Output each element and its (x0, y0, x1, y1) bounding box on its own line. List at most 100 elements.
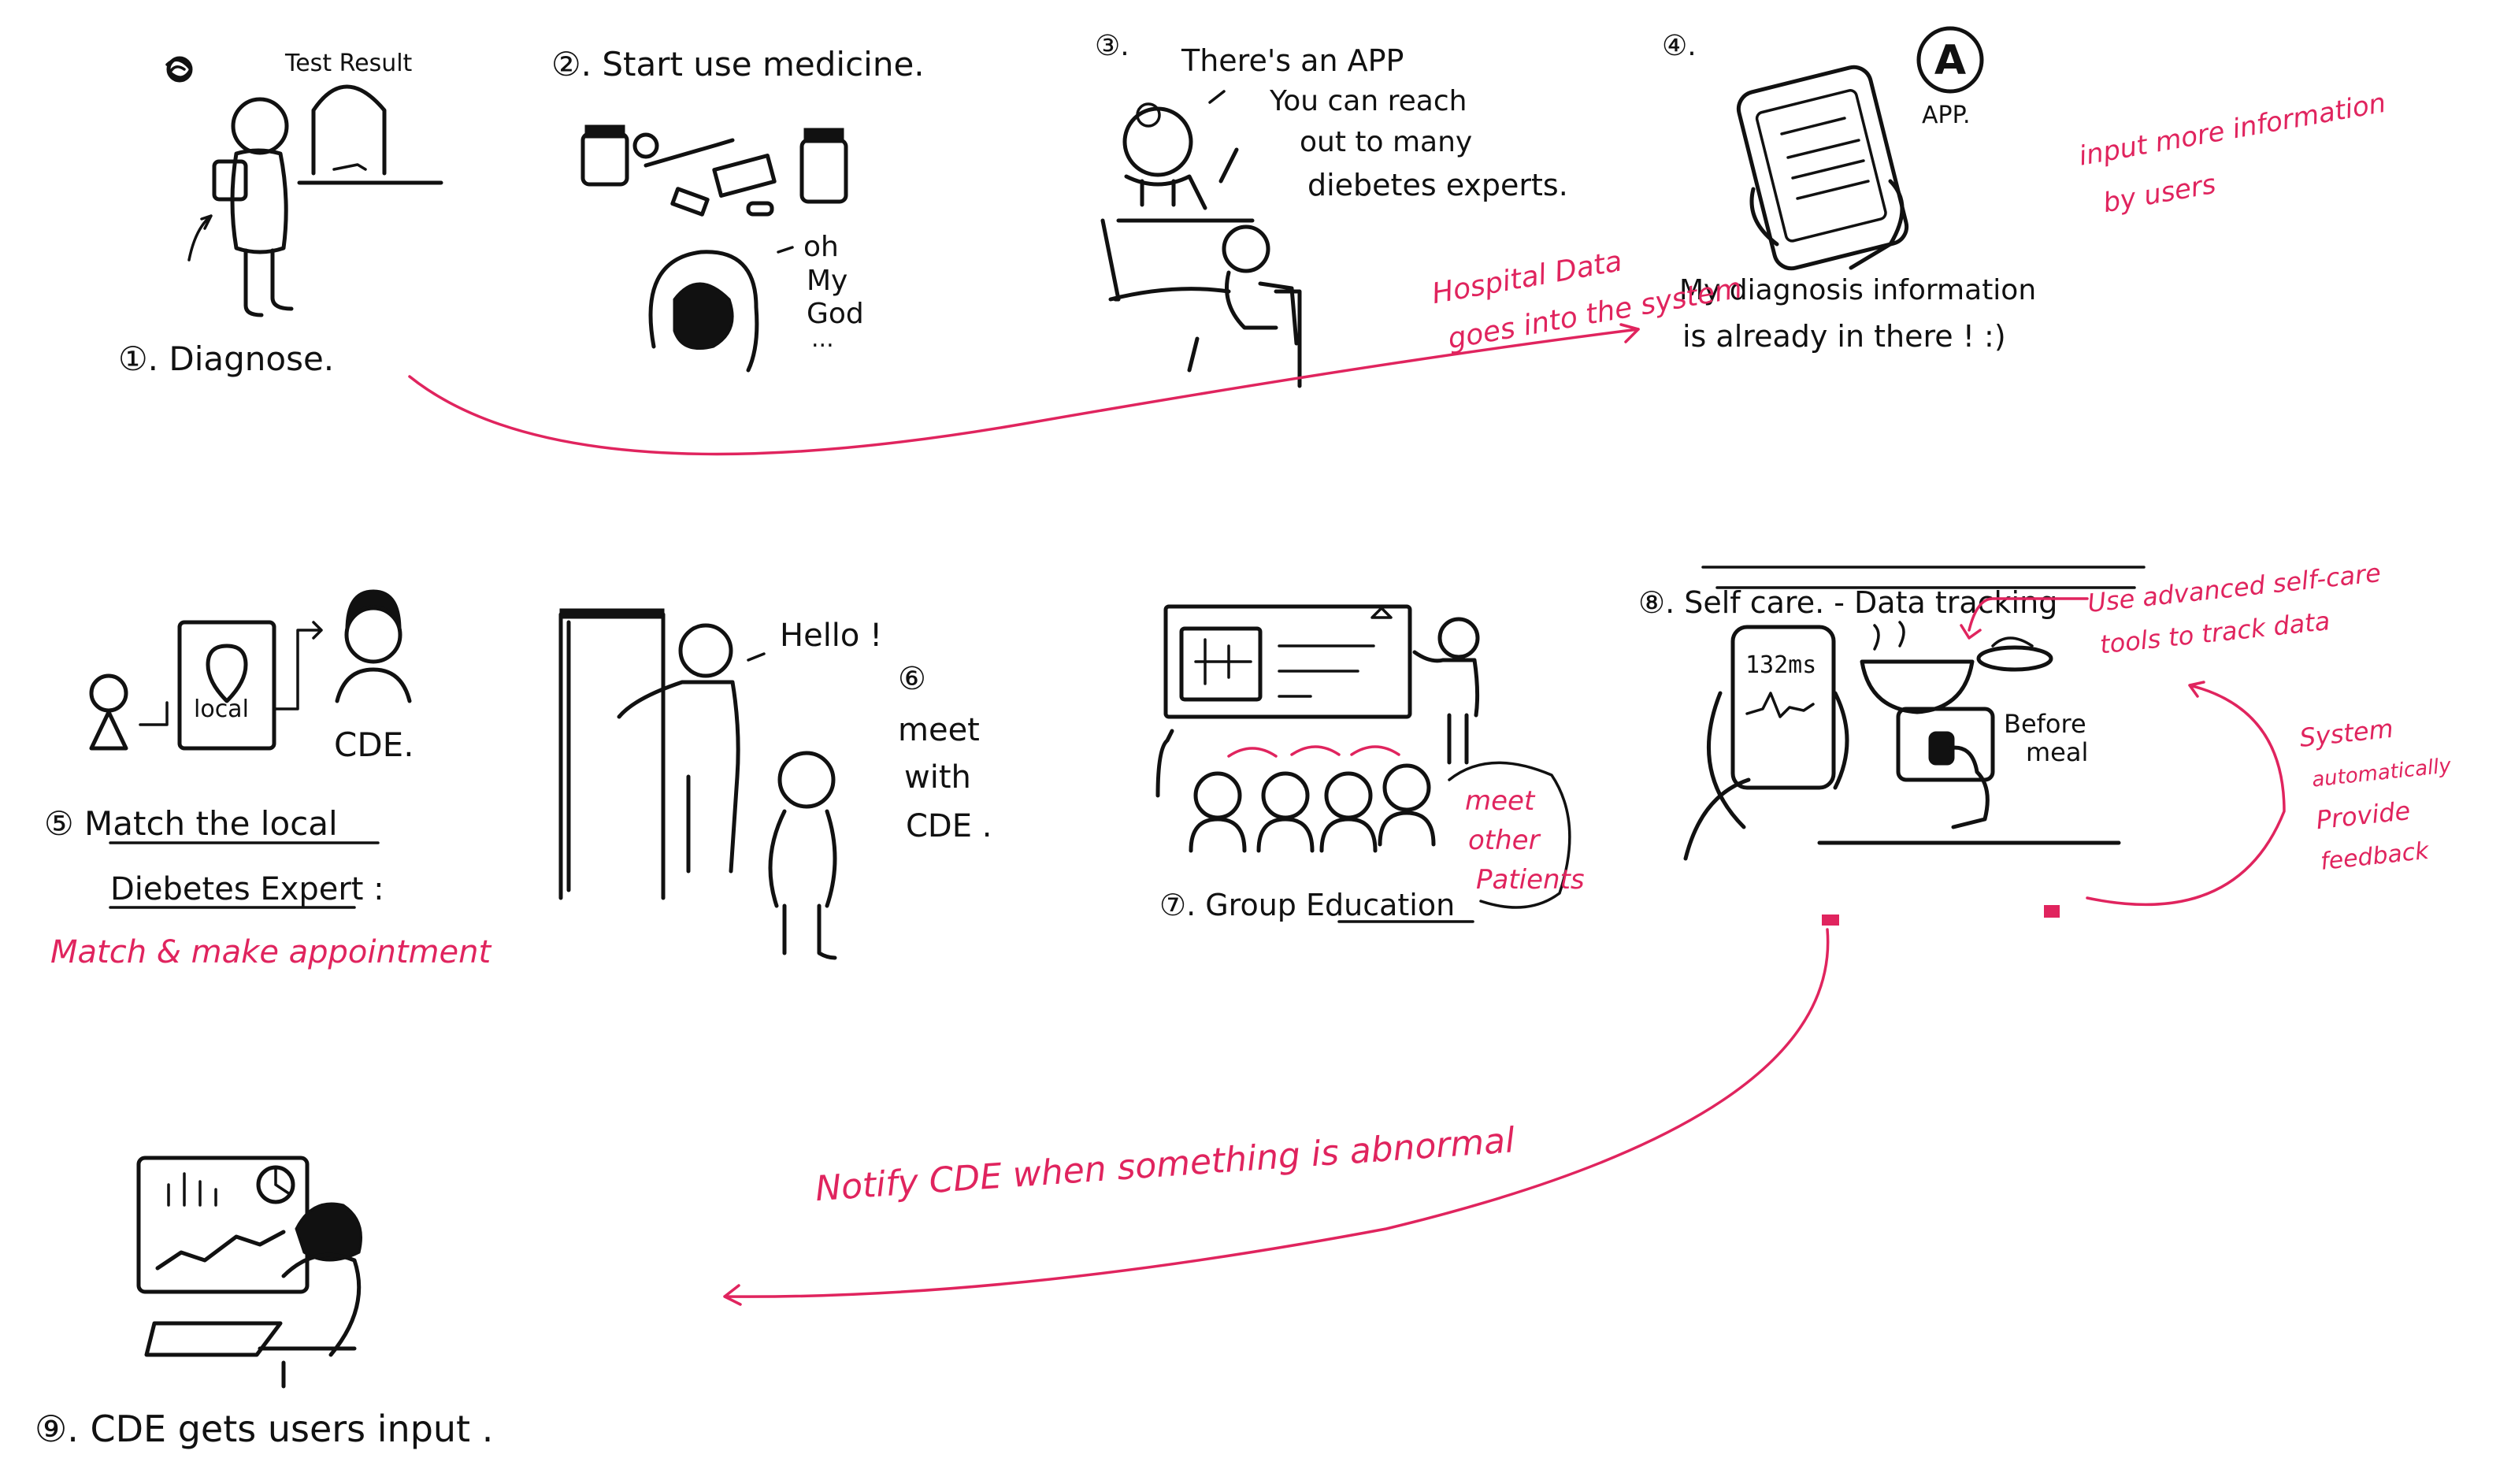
svg-text:A: A (1934, 37, 1966, 84)
audience-group (1155, 729, 1436, 853)
cde-doctor-figure (617, 623, 740, 874)
shocked-person-icon (648, 250, 759, 373)
oh-my-god-speech: oh My God ... (777, 231, 864, 353)
step-9-cde-input: ⑨. CDE gets users input . (35, 1156, 493, 1450)
bar-chart-icon (167, 1172, 217, 1207)
system-feedback-annotation: System automatically Provide feedback (2298, 714, 2453, 876)
step-3-line-2: You can reach (1269, 85, 1467, 117)
cde-figure (335, 589, 412, 703)
connector-arrow (273, 621, 323, 710)
step-6-meet-cde: Hello ! ⑥ meet with CDE . (558, 608, 992, 960)
svg-text:Patients: Patients (1476, 864, 1585, 896)
match-appointment-annotation: Match & make appointment (50, 934, 491, 970)
meal-bowl-icon (1860, 621, 2053, 714)
syringe-icon (644, 138, 735, 168)
feedback-marker (2044, 905, 2060, 918)
feedback-loop-arrow (2086, 681, 2286, 907)
step-5-match-expert: local CDE. ⑤ Match the local Diebetes Ex… (44, 589, 491, 970)
app-icon: A (1916, 26, 1984, 94)
cde-label: CDE. (334, 725, 414, 764)
hello-speech: Hello ! (780, 618, 882, 654)
reception-desk (297, 84, 443, 185)
svg-text:by users: by users (2101, 169, 2218, 219)
step-5-line-1: ⑤ Match the local (44, 804, 338, 843)
step-4-line-1: My diagnosis information (1679, 274, 2036, 306)
head-mirror-icon (1136, 102, 1161, 128)
svg-text:meet: meet (898, 712, 980, 748)
doctor-desk (1100, 218, 1255, 302)
svg-text:tools to track data: tools to track data (2098, 606, 2331, 659)
step-8-self-care: ⑧. Self care. - Data tracking 132ms Befo… (1638, 566, 2146, 861)
cde-at-desk-figure (144, 1202, 362, 1389)
step-7-group-education: ⑦. Group Education meet other Patients (1155, 604, 1585, 923)
step-2-label: ②. Start use medicine. (551, 45, 925, 83)
svg-text:My: My (807, 265, 848, 297)
step-3-label: ③. (1095, 30, 1129, 62)
step-8-label: ⑧. Self care. - Data tracking (1638, 585, 2057, 620)
step-1-diagnose: Test Result ①. Diagnose. (118, 50, 443, 378)
door-frame (558, 608, 666, 900)
glucose-phone-icon: 132ms (1706, 625, 1849, 829)
device-label-1: Before (2004, 709, 2086, 739)
svg-text:with: with (904, 759, 971, 796)
monitor-with-charts (136, 1156, 310, 1294)
presentation-screen (1163, 604, 1412, 719)
svg-text:⑥: ⑥ (898, 661, 926, 697)
small-user-figure (89, 673, 128, 751)
svg-text:automatically: automatically (2311, 754, 2453, 792)
svg-text:...: ... (811, 325, 834, 353)
step-4-line-2: is already in there ! :) (1682, 319, 2006, 354)
step-6-caption: ⑥ meet with CDE . (898, 661, 992, 844)
svg-text:feedback: feedback (2319, 837, 2431, 876)
step-3-line-4: diebetes experts. (1307, 168, 1568, 202)
svg-text:oh: oh (803, 231, 839, 263)
step-2-medicine: ②. Start use medicine. oh My God ... (551, 45, 925, 373)
step-3-line-1: There's an APP (1181, 43, 1404, 78)
device-label-2: meal (2026, 737, 2088, 767)
line-chart-icon (155, 1230, 286, 1271)
patient-figure (212, 97, 294, 317)
presenter-figure (1412, 617, 1480, 765)
test-paper-icon (212, 159, 248, 202)
medicine-bottles-icon (580, 124, 848, 217)
app-caption: APP. (1922, 102, 1971, 129)
test-result-sign: Test Result (284, 50, 413, 77)
advanced-tools-arrow (1960, 597, 2089, 640)
location-pin-icon (206, 644, 248, 703)
confused-scribble-icon (165, 56, 193, 83)
patient-seated-figure (1187, 224, 1302, 388)
notify-cde-annotation: Notify CDE when something is abnormal (814, 1120, 1516, 1209)
svg-text:local: local (194, 696, 249, 723)
svg-text:Provide: Provide (2315, 796, 2412, 835)
svg-text:other: other (1468, 825, 1541, 856)
svg-text:meet: meet (1465, 785, 1536, 817)
step-7-label: ⑦. Group Education (1159, 888, 1455, 922)
notify-marker (1822, 915, 1839, 926)
svg-text:CDE .: CDE . (906, 808, 992, 844)
input-more-annotation: input more information by users (2076, 87, 2388, 219)
step-4-app-info: ④. A APP. My diagnosis information is al… (1662, 26, 2036, 354)
visiting-patient-figure (768, 751, 837, 960)
step-3-line-3: out to many (1300, 126, 1472, 158)
step-5-line-2: Diebetes Expert : (110, 871, 384, 907)
svg-text:132ms: 132ms (1745, 651, 1816, 679)
map-pin-card: local (177, 620, 276, 751)
svg-text:God: God (807, 298, 864, 330)
step-3-app-experts: ③. There's an APP You can reach out to m… (1095, 30, 1568, 388)
doctor-figure (1122, 90, 1239, 210)
step-9-label: ⑨. CDE gets users input . (35, 1408, 493, 1450)
glucose-meter-device (1896, 707, 1995, 829)
keyboard-icon (144, 1321, 283, 1357)
svg-text:input more information: input more information (2076, 87, 2388, 173)
pointer-arrow-icon (187, 214, 213, 262)
svg-text:System: System (2298, 714, 2395, 753)
advanced-tools-annotation: Use advanced self-care tools to track da… (2086, 558, 2383, 660)
step-4-label: ④. (1662, 30, 1697, 62)
hospital-data-arrow (408, 323, 1640, 456)
step-1-label: ①. Diagnose. (118, 339, 334, 378)
meet-patients-annotation: meet other Patients (1448, 761, 1585, 909)
connector-line (139, 701, 169, 726)
notify-cde-arrow (723, 928, 1830, 1306)
phone-in-hand-icon (1736, 65, 1909, 271)
